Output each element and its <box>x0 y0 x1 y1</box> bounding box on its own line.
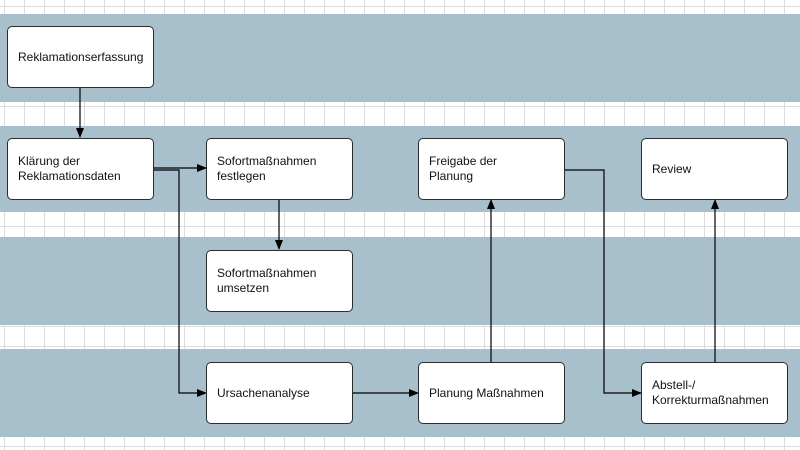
node-sofortmassnahmen-festlegen[interactable]: Sofortmaßnahmen festlegen <box>206 138 353 200</box>
node-review[interactable]: Review <box>641 138 788 200</box>
edge-freigabe-to-abstell <box>564 169 642 397</box>
node-abstell-korrekturmassnahmen[interactable]: Abstell-/ Korrekturmaßnahmen <box>641 362 788 424</box>
swimlane <box>0 237 800 325</box>
node-reklamationserfassung[interactable]: Reklamationserfassung <box>7 26 154 88</box>
node-planung-massnahmen[interactable]: Planung Maßnahmen <box>418 362 565 424</box>
node-ursachenanalyse[interactable]: Ursachenanalyse <box>206 362 353 424</box>
node-sofortmassnahmen-umsetzen[interactable]: Sofortmaßnahmen umsetzen <box>206 250 353 312</box>
node-freigabe-der-planung[interactable]: Freigabe der Planung <box>418 138 565 200</box>
node-klaerung-der-reklamationsdaten[interactable]: Klärung der Reklamationsdaten <box>7 138 154 200</box>
edge-klaerung-to-ursachenanalyse <box>153 169 207 397</box>
